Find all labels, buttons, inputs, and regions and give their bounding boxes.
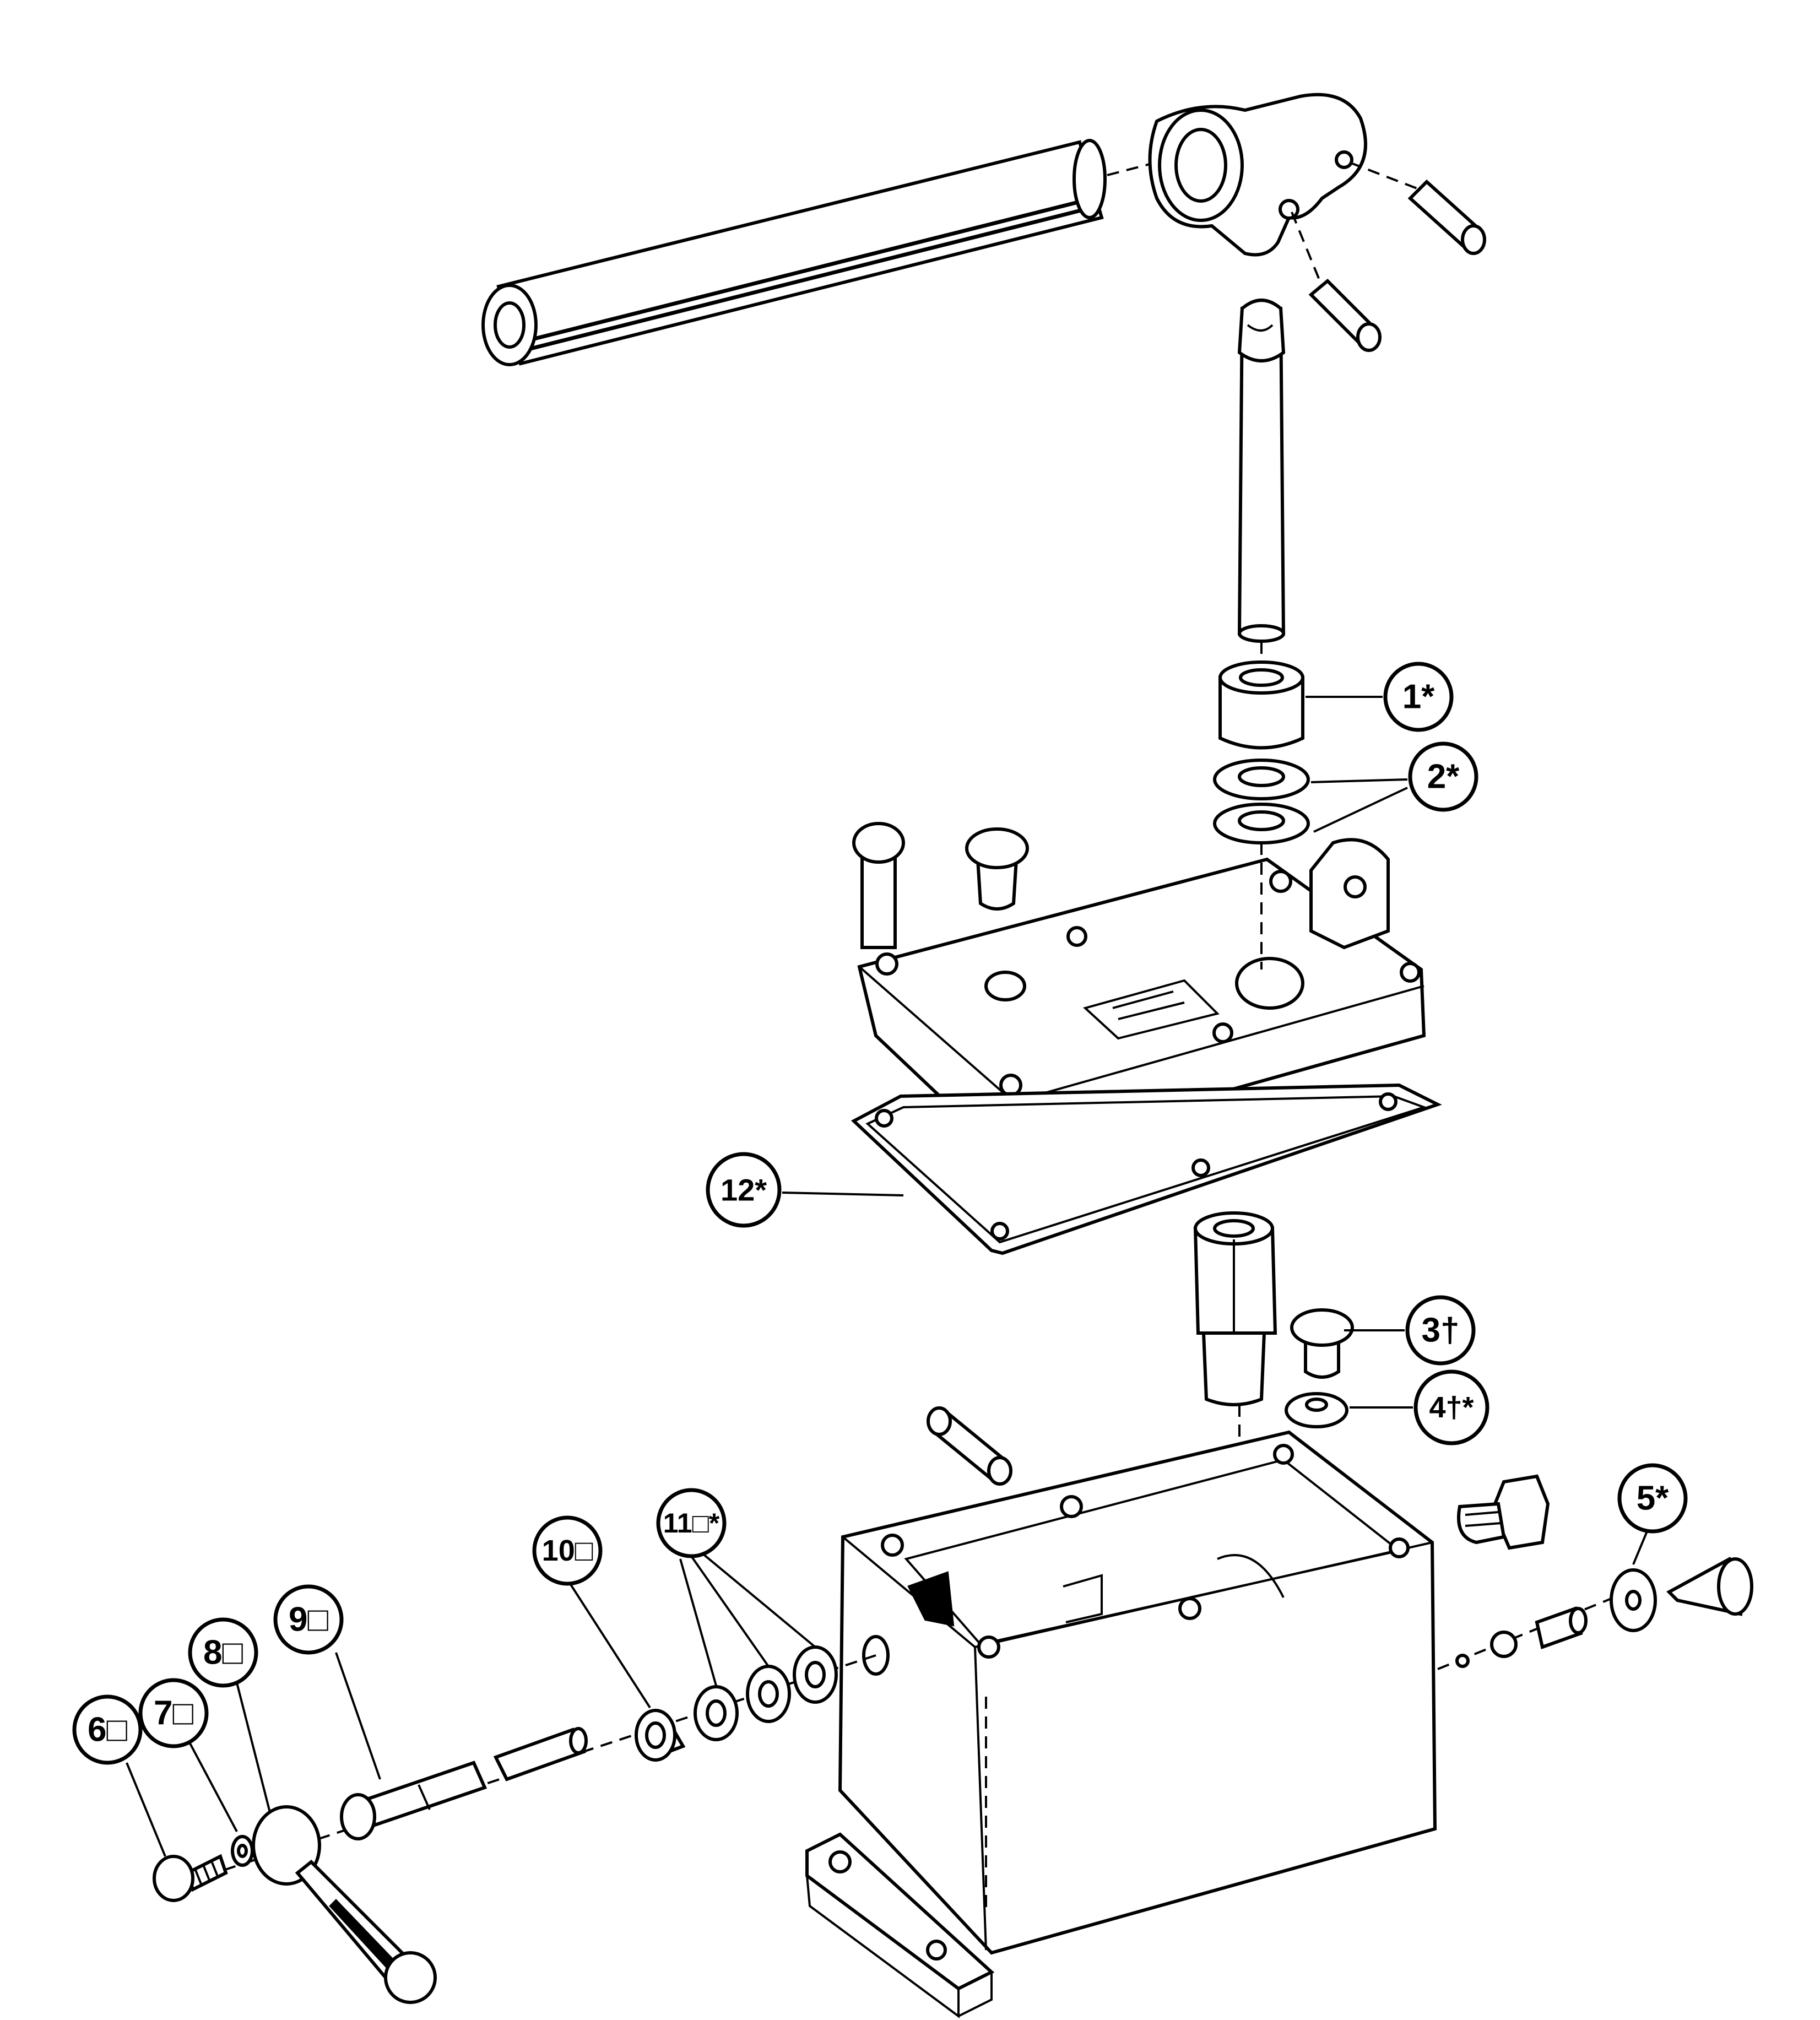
washer-part-5	[1610, 1568, 1657, 1632]
loose-pin	[927, 1406, 1012, 1486]
callout-4: 4†*	[1413, 1369, 1489, 1445]
washer-part-4	[1285, 1392, 1348, 1428]
valve-nipple	[1193, 1211, 1277, 1406]
gasket-part-12	[851, 1083, 1442, 1255]
callout-7-label: 7□	[154, 1694, 193, 1732]
socket-pin-2	[1308, 278, 1382, 352]
detent-spring-pin	[1535, 1606, 1588, 1649]
cap-nut	[1666, 1557, 1753, 1616]
shaft-part-9	[340, 1761, 488, 1840]
callout-12: 12*	[706, 1152, 782, 1228]
callout-1: 1*	[1383, 662, 1454, 732]
callout-6: 6□	[72, 1694, 143, 1765]
washer-pair-part-2	[1213, 759, 1310, 844]
bushing-part-1	[1218, 660, 1304, 750]
callout-1-label: 1*	[1402, 678, 1435, 716]
callout-3-label: 3†	[1422, 1312, 1460, 1350]
callout-11: 11□*	[656, 1488, 727, 1558]
socket-pin-1	[1407, 179, 1486, 255]
callout-4-label: 4†*	[1429, 1391, 1474, 1424]
cover-rivet	[852, 822, 905, 949]
pin-part-3	[1290, 1308, 1354, 1379]
callout-11-label: 11□*	[663, 1508, 720, 1539]
screw-part-6	[153, 1854, 228, 1902]
lever-ball-handle-part-8	[252, 1805, 437, 2004]
callout-10-label: 10□	[542, 1534, 593, 1567]
shaft-pin	[493, 1727, 588, 1781]
lock-washer-part-7	[231, 1835, 254, 1867]
callout-3: 3†	[1405, 1295, 1476, 1366]
plunger-shaft	[1237, 299, 1286, 643]
callout-12-label: 12*	[721, 1173, 767, 1207]
callout-6-label: 6□	[88, 1711, 127, 1749]
callout-5-label: 5*	[1637, 1480, 1669, 1518]
callout-2-label: 2*	[1427, 758, 1460, 796]
callout-10: 10□	[532, 1515, 603, 1586]
main-housing	[805, 1430, 1437, 2018]
callout-7: 7□	[138, 1678, 209, 1748]
packing-washers-part-11	[694, 1645, 838, 1741]
callout-5: 5*	[1617, 1463, 1688, 1534]
callout-9: 9□	[273, 1584, 344, 1655]
callout-8: 8□	[188, 1617, 258, 1688]
callout-2: 2*	[1408, 741, 1478, 812]
bushing-part-10	[635, 1709, 686, 1762]
callout-9-label: 9□	[289, 1601, 328, 1639]
cover-plug	[965, 827, 1029, 911]
handle-socket	[1148, 93, 1367, 257]
hex-plug	[1457, 1474, 1550, 1550]
handle-tube	[481, 139, 1107, 366]
callout-8-label: 8□	[203, 1634, 243, 1672]
top-cover-block	[857, 838, 1426, 1148]
